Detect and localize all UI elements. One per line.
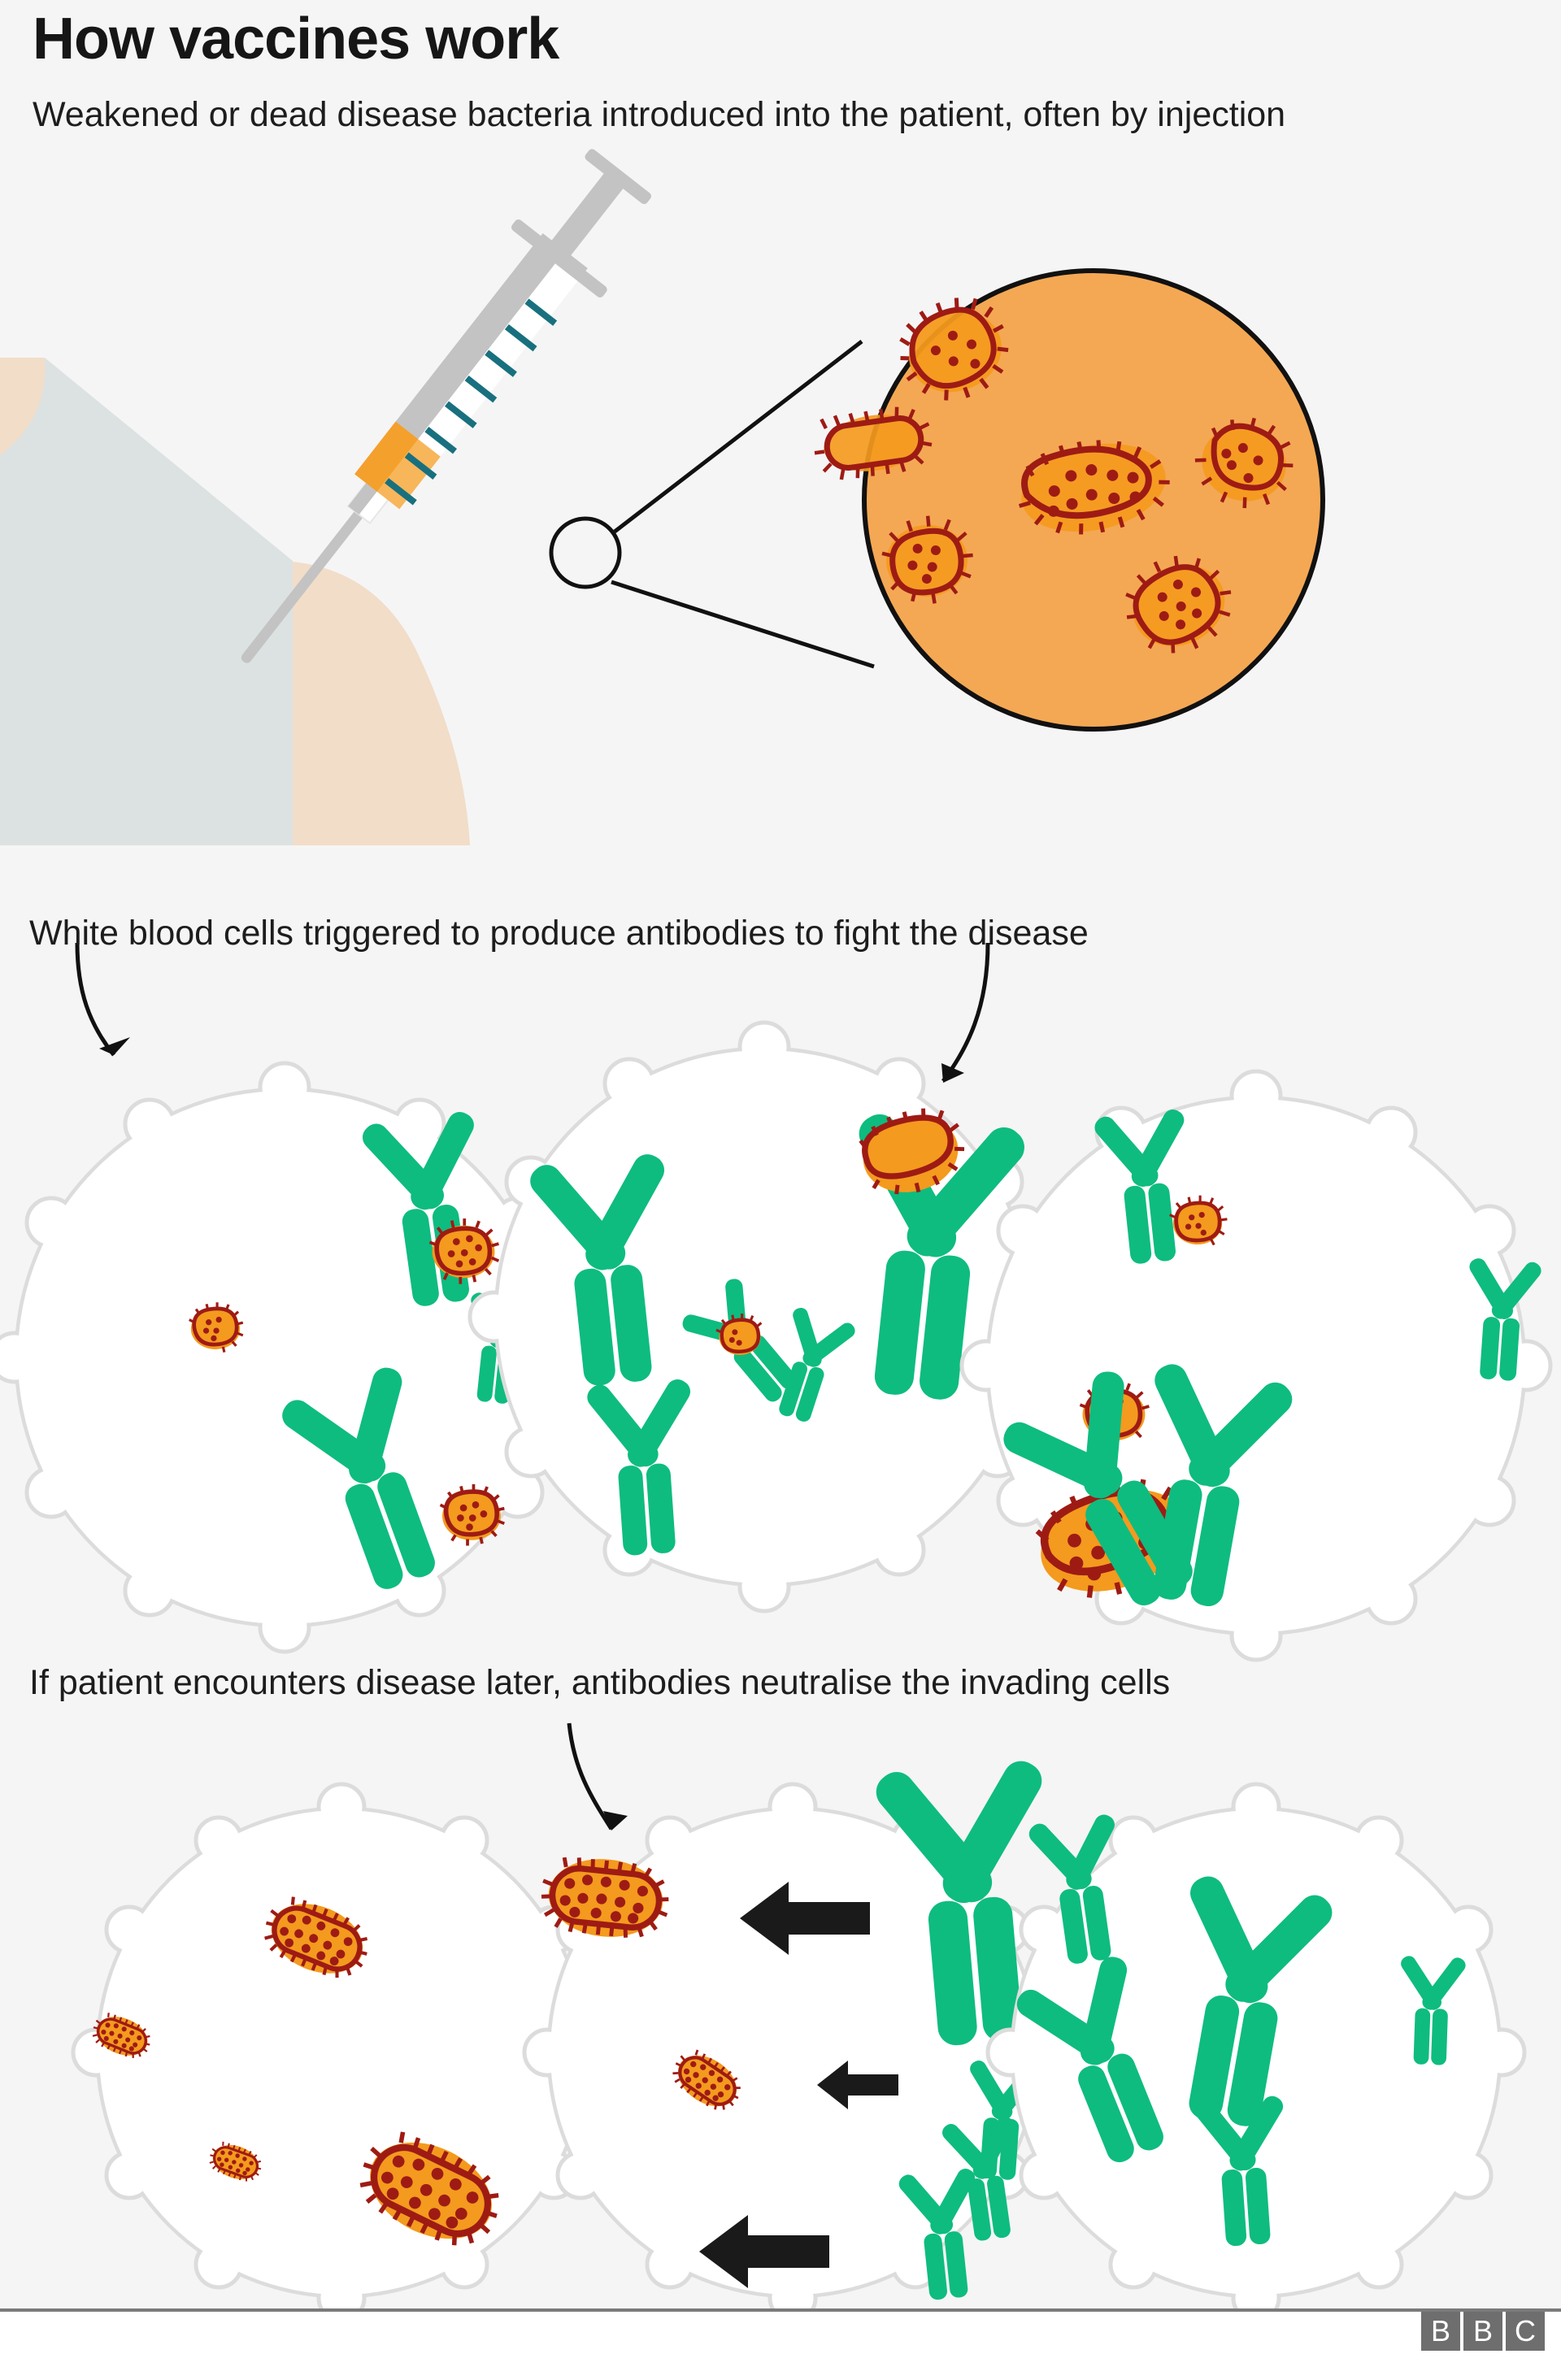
bacteria-group <box>814 298 1294 654</box>
bbc-letter-1: B <box>1421 2312 1460 2351</box>
arrow-large <box>699 2215 829 2288</box>
page-title: How vaccines work <box>33 7 559 72</box>
white-blood-cell[interactable] <box>962 1071 1550 1660</box>
bbc-letter-3: C <box>1506 2312 1545 2351</box>
bbc-logo: B B C <box>1421 2312 1545 2351</box>
section-2-caption: White blood cells triggered to produce a… <box>29 914 1089 953</box>
magnifier-leader-lines <box>611 340 875 669</box>
neutralisation-arrows <box>699 1882 898 2288</box>
syringe-graduations <box>385 298 558 506</box>
syringe <box>241 149 651 663</box>
injection-illustration <box>0 149 1325 845</box>
magnified-vaccine-view <box>814 268 1325 732</box>
white-blood-cell[interactable] <box>0 1063 579 1652</box>
caption-pointer-arrow <box>567 1722 614 1831</box>
white-blood-cell[interactable] <box>937 1784 1524 2321</box>
footer-area <box>0 2312 1561 2380</box>
magnifier-focus-circle <box>549 516 622 589</box>
page-subtitle: Weakened or dead disease bacteria introd… <box>33 94 1286 134</box>
bbc-letter-2: B <box>1463 2312 1502 2351</box>
arrow-large <box>740 1882 870 1955</box>
arrow-small <box>817 2061 898 2109</box>
section-3-caption: If patient encounters disease later, ant… <box>29 1663 1171 1702</box>
caption-pointer-arrows <box>75 942 990 1083</box>
header: How vaccines work Weakened or dead disea… <box>33 7 1512 138</box>
antibody-production-illustration <box>0 942 1561 1642</box>
arrowhead <box>603 1811 628 1831</box>
white-blood-cell[interactable] <box>470 1023 1059 1611</box>
arrowhead <box>99 1037 964 1083</box>
neutralisation-illustration <box>0 1722 1561 2317</box>
footer-divider <box>0 2308 1561 2312</box>
